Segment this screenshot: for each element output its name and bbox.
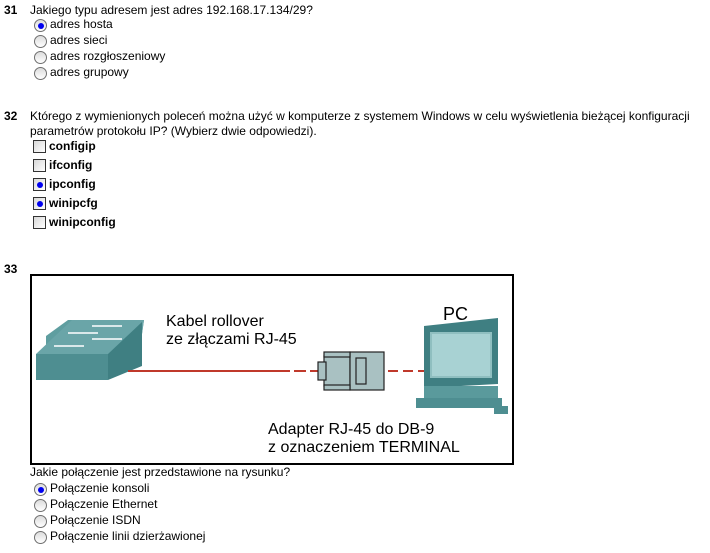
question-number: 32 [4,109,18,123]
adapter-label: z oznaczeniem TERMINAL [268,439,460,456]
cable-label: ze złączami RJ-45 [166,331,297,348]
option-label[interactable]: configip [49,139,96,153]
option-label[interactable]: winipconfig [49,215,116,229]
question-number: 31 [4,3,18,17]
checkbox-ifconfig[interactable] [33,159,46,172]
radio-adres-grupowy[interactable] [34,67,47,80]
option-label[interactable]: ipconfig [49,177,96,191]
switch-icon [36,320,144,380]
option-label[interactable]: Połączenie Ethernet [50,497,158,511]
checkbox-winipconfig[interactable] [33,216,46,229]
option-label[interactable]: Połączenie linii dzierżawionej [50,529,206,543]
option-label[interactable]: adres grupowy [50,65,129,79]
option-label[interactable]: winipcfg [49,196,98,210]
db9-adapter-icon [317,351,385,391]
radio-polaczenie-ethernet[interactable] [34,499,47,512]
radio-adres-sieci[interactable] [34,35,47,48]
radio-polaczenie-linii-dzierzawionej[interactable] [34,531,47,544]
option-label[interactable]: adres rozgłoszeniowy [50,49,166,63]
adapter-label: Adapter RJ-45 do DB-9 [268,421,434,438]
question-number: 33 [4,262,18,276]
radio-adres-rozgloszeniowy[interactable] [34,51,47,64]
checkbox-ipconfig[interactable] [33,178,46,191]
option-label[interactable]: adres sieci [50,33,108,47]
option-label[interactable]: Połączenie konsoli [50,481,150,495]
option-label[interactable]: adres hosta [50,17,113,31]
network-diagram: Kabel rollover ze złączami RJ-45 PC Adap… [30,274,514,465]
question-text: Jakie połączenie jest przedstawione na r… [30,465,291,479]
checkbox-winipcfg[interactable] [33,197,46,210]
option-label[interactable]: Połączenie ISDN [50,513,141,527]
pc-label: PC [443,304,468,324]
question-text: parametrów protokołu IP? (Wybierz dwie o… [30,124,317,138]
cable-label: Kabel rollover [166,313,265,330]
radio-polaczenie-isdn[interactable] [34,515,47,528]
radio-polaczenie-konsoli[interactable] [34,483,47,496]
question-text: Którego z wymienionych poleceń można uży… [30,109,690,123]
radio-adres-hosta[interactable] [34,19,47,32]
checkbox-configip[interactable] [33,140,46,153]
option-label[interactable]: ifconfig [49,158,93,172]
pc-icon [416,318,508,414]
question-text: Jakiego typu adresem jest adres 192.168.… [30,3,313,17]
